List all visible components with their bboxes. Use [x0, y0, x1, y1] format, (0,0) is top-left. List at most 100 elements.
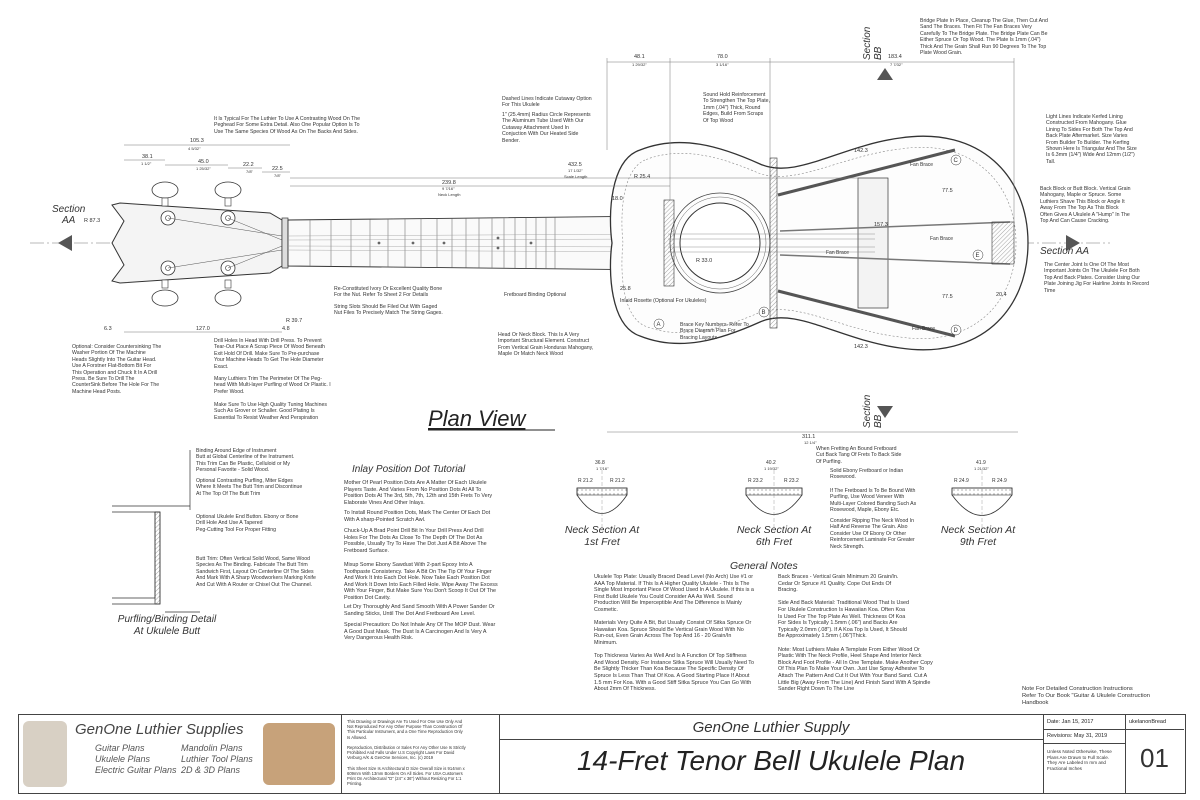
- inlay-p3: Chuck-Up A Brad Point Drill Bit In Your …: [344, 528, 487, 554]
- ukulele-body: A B C D E: [609, 135, 1029, 351]
- note-purfling-strip: Optional Contrasting Purfling, Miter Edg…: [196, 478, 303, 497]
- dim-48-1: 48.1: [634, 54, 645, 60]
- section-bb-arrow-top: [877, 68, 893, 80]
- plan-view-title: Plan View: [428, 406, 528, 431]
- neck-section-9-width: 41.9: [976, 460, 986, 466]
- note-radius-circle: 1" (25.4mm) Radius Circle Represents The…: [502, 112, 591, 144]
- neck-block: [663, 199, 675, 287]
- svg-text:1 19/32": 1 19/32": [764, 466, 779, 471]
- svg-text:E: E: [976, 253, 980, 259]
- tuner-button: [214, 289, 242, 307]
- svg-text:7/8": 7/8": [246, 169, 254, 174]
- company-name: GenOne Luthier Supply: [692, 719, 850, 736]
- note-nut-bone: Re-Constituted Ivory Or Excellent Qualit…: [334, 286, 443, 299]
- dim-432-5: 432.5: [568, 162, 582, 168]
- dim-r39-7: R 39.7: [286, 318, 302, 324]
- purfling-detail: [112, 450, 200, 613]
- brand-products-col1: Guitar Plans Ukulele Plans Electric Guit…: [95, 743, 177, 775]
- neck-section-6-r-right: R 23.2: [784, 478, 799, 484]
- dim-18-0: 18.0: [612, 196, 623, 202]
- brand-cell: GenOne Luthier Supplies Guitar Plans Uku…: [19, 715, 342, 793]
- note-drill-holes: Drill Holes In Head With Drill Press. To…: [214, 338, 325, 370]
- neck-section-9-title: Neck Section At 9th Fret: [940, 524, 1016, 548]
- general-notes-title: General Notes: [730, 560, 798, 572]
- inlay-p2: To Install Round Position Dots, Mark The…: [344, 510, 491, 523]
- revision-cell: Date: Jan 15, 2017 Revisions: May 31, 20…: [1043, 715, 1126, 793]
- svg-text:Scale Length: Scale Length: [564, 174, 587, 179]
- dim-r25-4: R 25.4: [634, 174, 650, 180]
- section-bb-label-top: Section BB: [862, 26, 884, 60]
- dim-77-5-top: 77.5: [942, 188, 953, 194]
- fan-brace-label-top: Fan Brace: [910, 162, 933, 168]
- neck-section-6: [745, 470, 803, 530]
- section-aa-label-right: Section AA: [1040, 246, 1090, 257]
- note-fretboard-binding: Fretboard Binding Optional: [504, 292, 566, 298]
- dim-25-8: 25.8: [620, 286, 631, 292]
- fretboard: [287, 215, 669, 271]
- dim-311-1: 311.1: [802, 434, 815, 440]
- sound-hole: [679, 202, 761, 284]
- svg-text:1 1/2": 1 1/2": [141, 161, 152, 166]
- note-bridge-plate: Bridge Plate In Place, Cleanup The Glue,…: [920, 18, 1048, 57]
- svg-text:D: D: [954, 328, 959, 334]
- note-fretting: When Fretting An Bound Fretboard Cut Bac…: [816, 446, 902, 465]
- dim-6-3: 6.3: [104, 326, 112, 332]
- neck-section-1-title: Neck Section At 1st Fret: [564, 524, 640, 548]
- revision-date: Revisions: May 31, 2019: [1047, 733, 1108, 739]
- note-ripping-neck: Consider Ripping The Neck Wood In Half A…: [830, 518, 915, 550]
- svg-text:1 25/32": 1 25/32": [196, 166, 211, 171]
- note-end-button: Optional Ukulele End Button. Ebony or Bo…: [196, 514, 299, 533]
- dim-r33-0: R 33.0: [696, 258, 712, 264]
- upper-brace: [769, 157, 778, 329]
- dim-4-8: 4.8: [282, 326, 290, 332]
- tuner-button: [151, 181, 179, 199]
- neck-section-6-title: Neck Section At 6th Fret: [736, 524, 812, 548]
- neck-section-1: [576, 470, 628, 530]
- svg-text:Neck Length: Neck Length: [438, 192, 460, 197]
- dim-38-1: 38.1: [142, 154, 153, 160]
- svg-text:1 29/32": 1 29/32": [632, 62, 647, 67]
- note-countersink: Optional: Consider Countersinking The Wa…: [72, 344, 162, 395]
- neck-section-9: [951, 470, 1013, 530]
- dim-183-4: 183.4: [888, 54, 902, 60]
- file-name: ukelanonBread: [1129, 719, 1167, 725]
- fan-brace-label-mid: Fan Brace: [826, 250, 849, 256]
- note-kerfed-lining: Light Lines Indicate Kerfed Lining Const…: [1046, 114, 1137, 165]
- svg-text:A: A: [657, 322, 661, 328]
- dim-77-5-bottom: 77.5: [942, 294, 953, 300]
- note-brace-key: Brace Key Numbers. Refer To Brace Diagra…: [680, 322, 749, 341]
- inlay-p1: Mother Of Pearl Position Dots Are A Matt…: [344, 480, 493, 506]
- dim-127-0: 127.0: [196, 326, 210, 332]
- dim-r87-3: R 87.3: [84, 218, 100, 224]
- dim-142-3-top: 142.3: [854, 148, 868, 154]
- dim-157-3: 157.3: [874, 222, 888, 228]
- svg-text:1 7/16": 1 7/16": [596, 466, 609, 471]
- note-neck-block: Head Or Neck Block. This Is A Very Impor…: [498, 332, 594, 358]
- plan-date: Date: Jan 15, 2017: [1047, 719, 1094, 725]
- ukulele-logo-image: [263, 723, 335, 785]
- svg-text:1 21/32": 1 21/32": [974, 466, 989, 471]
- note-ebony-fretboard: Solid Ebony Fretboard or Indian Rosewood…: [830, 468, 904, 481]
- dim-20-4: 20.4: [996, 292, 1007, 298]
- svg-text:4 5/32": 4 5/32": [188, 146, 201, 151]
- guitar-logo-image: [23, 721, 67, 787]
- units-note: Unless Noted Otherwise, These Plans Are …: [1047, 749, 1112, 771]
- legal-notice: This Drawing or Drawings Are To Used For…: [347, 719, 466, 787]
- general-notes-left: Ukulele Top Plate: Usually Braced Dead L…: [594, 574, 754, 693]
- purfling-detail-title: Purfling/Binding Detail At Ukulele Butt: [117, 614, 217, 637]
- section-bb-arrow-bottom: [877, 406, 893, 418]
- dim-22-2: 22.2: [243, 162, 254, 168]
- note-cutaway: Dashed Lines Indicate Cutaway Option For…: [502, 96, 592, 109]
- inlay-p5: Let Dry Thoroughly And Sand Smooth With …: [344, 604, 495, 617]
- title-block: GenOne Luthier Supplies Guitar Plans Uku…: [18, 714, 1186, 794]
- sheet-cell: ukelanonBread 01: [1125, 715, 1184, 793]
- section-aa-arrow-right: [1066, 235, 1080, 251]
- note-bound-purfling: If The Fretboard Is To Be Bound With Pur…: [830, 488, 917, 514]
- brand-name: GenOne Luthier Supplies: [75, 721, 244, 738]
- nut: [281, 217, 289, 269]
- plan-title-cell: GenOne Luthier Supply 14-Fret Tenor Bell…: [499, 715, 1044, 793]
- neck-section-6-width: 40.2: [766, 460, 776, 466]
- note-inlaid-rosette: Inlaid Rosette (Optional For Ukuleles): [620, 298, 707, 304]
- general-notes-right: Back Braces - Vertical Grain Minimum 20 …: [778, 574, 933, 693]
